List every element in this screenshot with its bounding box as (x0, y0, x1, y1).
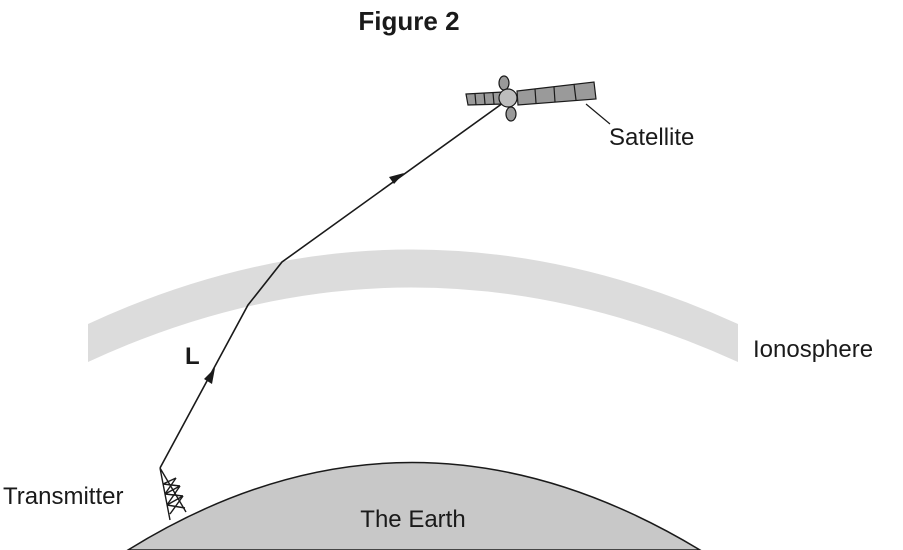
satellite-label: Satellite (609, 124, 694, 151)
ionosphere-band (88, 249, 738, 362)
figure-title: Figure 2 (358, 6, 459, 36)
ray-label: L (185, 343, 200, 370)
satellite-icon (465, 75, 597, 122)
earth-surface (126, 461, 702, 550)
ray-arrowhead-lower (204, 368, 215, 384)
ionosphere-label: Ionosphere (753, 336, 873, 363)
ray-arrowhead-upper (389, 173, 404, 184)
earth-label: The Earth (360, 506, 465, 533)
transmitter-tower-icon (159, 467, 187, 521)
transmitter-label: Transmitter (3, 483, 123, 510)
radio-wave-path (159, 102, 504, 469)
satellite-leader-line (585, 103, 611, 125)
